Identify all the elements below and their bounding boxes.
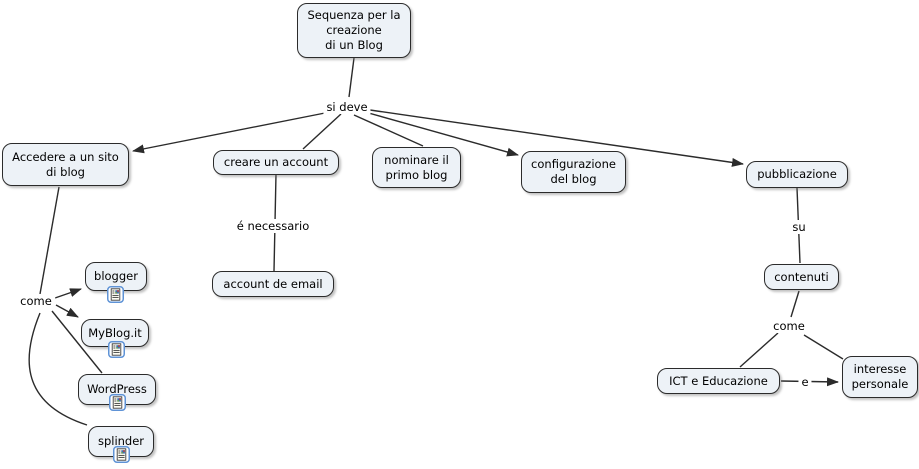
edge-sideve-creare — [302, 113, 342, 150]
edge-sideve-accedere — [132, 111, 331, 154]
resource-icon[interactable] — [107, 286, 124, 303]
link-label-si-deve[interactable]: si deve — [323, 100, 371, 114]
edge-sideve-nominare — [353, 114, 424, 147]
node-nominare-primo-blog[interactable]: nominare il primo blog — [372, 147, 461, 188]
edge-accedere-come — [39, 186, 60, 295]
resource-icon[interactable] — [109, 394, 126, 411]
edge-sequenza-sideve — [348, 57, 355, 98]
link-label-come-right[interactable]: come — [770, 319, 808, 333]
node-creare-account[interactable]: creare un account — [213, 150, 339, 175]
node-interesse-personale[interactable]: interesse personale — [842, 356, 918, 398]
node-configurazione-blog[interactable]: configurazione del blog — [521, 151, 626, 193]
node-ict-educazione[interactable]: ICT e Educazione — [657, 368, 780, 394]
edge-come-blogger — [54, 288, 82, 299]
node-account-email[interactable]: account de email — [212, 271, 334, 297]
edge-come-wordpress — [51, 310, 103, 374]
node-contenuti[interactable]: contenuti — [764, 264, 839, 290]
node-sequenza[interactable]: Sequenza per la creazione di un Blog — [297, 3, 411, 58]
link-label-e[interactable]: e — [798, 375, 812, 389]
edge-sideve-configurazione — [364, 111, 519, 157]
edge-come-interesse — [803, 334, 844, 360]
edge-contenuti-come — [790, 290, 800, 318]
node-accedere-sito-blog[interactable]: Accedere a un sito di blog — [2, 143, 129, 186]
link-label-su[interactable]: su — [789, 220, 809, 234]
edge-come-myblog — [55, 304, 79, 318]
link-label-come-left[interactable]: come — [17, 294, 55, 308]
resource-icon[interactable] — [113, 446, 130, 463]
resource-icon[interactable] — [108, 341, 125, 358]
edge-sideve-pubblicazione — [369, 109, 744, 167]
edge-come-ict — [739, 332, 779, 368]
node-pubblicazione[interactable]: pubblicazione — [746, 161, 848, 188]
link-label-e-necessario[interactable]: é necessario — [233, 219, 313, 233]
edge-come-splinder — [28, 312, 88, 426]
